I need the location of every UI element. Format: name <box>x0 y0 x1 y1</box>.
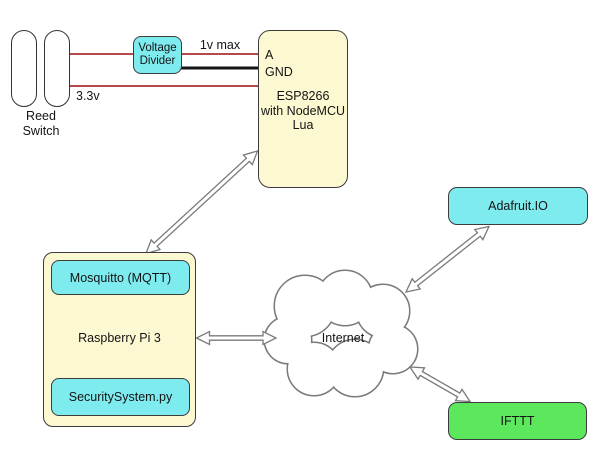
arrow-internet-ifttt <box>408 366 472 403</box>
raspberry-pi-label: Raspberry Pi 3 <box>78 331 161 345</box>
security-system-node: SecuritySystem.py <box>51 378 190 416</box>
internet-cloud <box>263 269 419 398</box>
arrow-internet-adafruit <box>404 225 491 293</box>
reed-switch-contact-right <box>44 30 70 107</box>
adafruit-io-label: Adafruit.IO <box>488 199 548 213</box>
ifttt-node: IFTTT <box>448 402 587 440</box>
mosquitto-mqtt-label: Mosquitto (MQTT) <box>69 270 172 285</box>
esp8266-node: A GND ESP8266 with NodeMCU Lua <box>258 30 348 188</box>
security-system-label: SecuritySystem.py <box>68 390 173 404</box>
ifttt-label: IFTTT <box>500 414 535 428</box>
reed-switch-contact-left <box>11 30 37 107</box>
esp8266-pin-gnd-label: GND <box>265 65 293 79</box>
arrow-esp-raspberrypi <box>144 150 259 255</box>
esp8266-label: ESP8266 with NodeMCU Lua <box>260 89 346 132</box>
voltage-divider-node: Voltage Divider <box>133 36 182 74</box>
max-voltage-label: 1v max <box>199 38 241 52</box>
internet-label: Internet <box>321 331 365 345</box>
mosquitto-mqtt-node: Mosquitto (MQTT) <box>51 260 190 295</box>
arrow-raspberrypi-internet <box>195 330 278 346</box>
reed-switch-label: Reed Switch <box>22 109 60 138</box>
adafruit-io-node: Adafruit.IO <box>448 187 588 225</box>
raspberry-pi-node: Mosquitto (MQTT) Raspberry Pi 3 Security… <box>43 252 196 427</box>
esp8266-pin-a-label: A <box>265 48 274 62</box>
supply-voltage-label: 3.3v <box>76 89 100 103</box>
voltage-divider-label: Voltage Divider <box>138 41 177 67</box>
